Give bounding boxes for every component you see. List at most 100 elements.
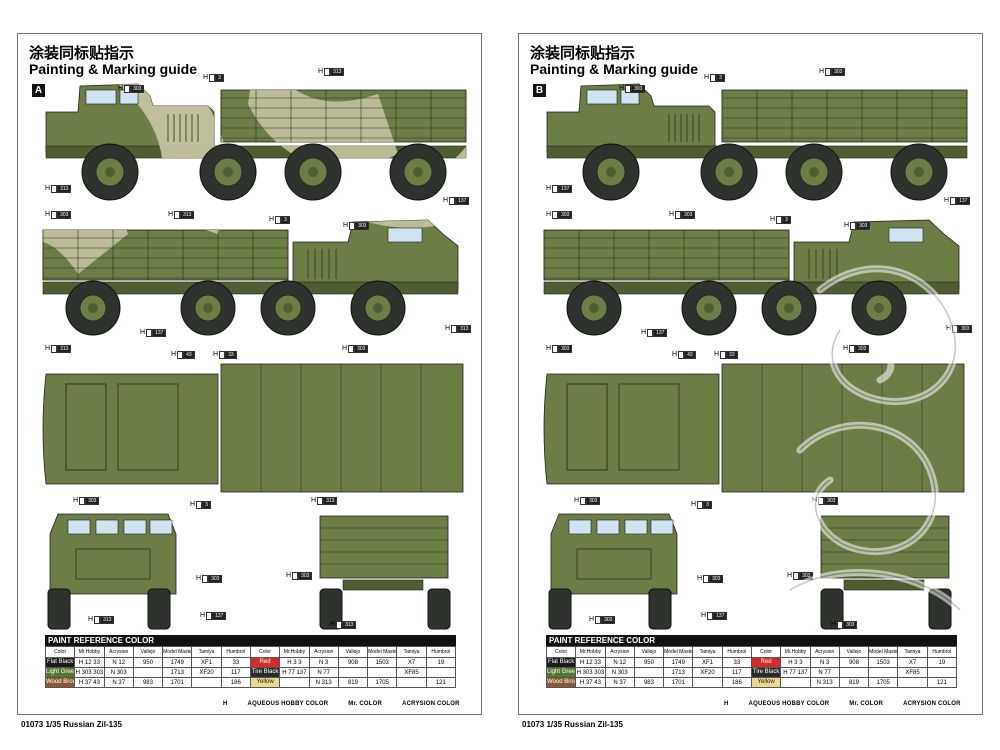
callout-prefix: H [286, 572, 292, 579]
callout-code [79, 496, 86, 505]
side-view-left [546, 83, 968, 201]
color-swatch: Red [249, 657, 281, 668]
legend-item: Mr. COLOR [849, 701, 884, 707]
callout-number: 313 [323, 496, 338, 505]
legend-item: Mr. COLOR [348, 701, 383, 707]
callout-prefix: H [443, 197, 449, 204]
callout-code [552, 184, 559, 193]
callout-code [678, 350, 685, 359]
callout-number: 137 [558, 184, 573, 193]
paint-cell: 1749 [663, 657, 694, 668]
paint-column-header: Vallejo [838, 646, 870, 658]
scheme-letter: A [32, 84, 45, 97]
callout-number: 303 [843, 620, 858, 629]
top-view [543, 363, 965, 493]
callout-prefix: H [318, 68, 324, 75]
color-swatch: Light Green [44, 667, 76, 678]
callout-prefix: H [330, 621, 336, 628]
paint-cell: 983 [633, 677, 665, 688]
callout-number: 303 [709, 574, 724, 583]
paint-column-header: Mr.Hobby [575, 646, 606, 658]
color-callout: H 303 [819, 67, 846, 76]
paint-cell: X7 [897, 657, 928, 668]
callout-number: 303 [824, 496, 839, 505]
legend-item: AQUEOUS HOBBY COLOR [247, 701, 329, 707]
paint-cell: H 303 303 [575, 667, 606, 678]
callout-code [552, 344, 559, 353]
callout-prefix: H [574, 497, 580, 504]
callout-number: 313 [457, 324, 472, 333]
paint-cell: H 303 303 [74, 667, 105, 678]
callout-prefix: H [269, 216, 275, 223]
callout-prefix: H [704, 74, 710, 81]
callout-number: 303 [831, 67, 846, 76]
callout-prefix: H [819, 68, 825, 75]
swatch-label: Light Green [547, 668, 576, 677]
callout-prefix: H [140, 329, 146, 336]
callout-number: 303 [57, 210, 72, 219]
color-callout: H 303 [286, 571, 313, 580]
callout-prefix: H [45, 211, 51, 218]
paint-column-header: Humbrol [425, 646, 457, 658]
callout-code [209, 73, 216, 82]
callout-prefix: H [118, 85, 124, 92]
paint-cell: XF85 [897, 667, 928, 678]
color-swatch: Tire Black [750, 667, 782, 678]
callout-prefix: H [200, 612, 206, 619]
legend-item: ACRYSION COLOR [903, 701, 961, 707]
callout-code [317, 496, 324, 505]
callout-number: 303 [958, 324, 973, 333]
callout-number: 303 [855, 344, 870, 353]
paint-cell: N 313 [809, 677, 840, 688]
callout-number: 303 [130, 84, 145, 93]
callout-prefix: H [641, 329, 647, 336]
paint-column-header: Vallejo [132, 646, 164, 658]
callout-number: 303 [298, 571, 313, 580]
paint-column-header: Color [249, 646, 281, 658]
callout-prefix: H [445, 325, 451, 332]
paint-cell: 19 [425, 657, 457, 668]
callout-number: 137 [956, 196, 971, 205]
callout-code [580, 496, 587, 505]
paint-cell [868, 667, 899, 678]
callout-prefix: H [45, 345, 51, 352]
callout-code [552, 210, 559, 219]
color-swatch: Light Green [545, 667, 577, 678]
paint-cell: N 313 [308, 677, 339, 688]
paint-column-header: Tamiya [692, 646, 723, 658]
callout-code [720, 350, 727, 359]
callout-number: 303 [85, 496, 100, 505]
paint-cell [633, 667, 665, 678]
callout-prefix: H [619, 85, 625, 92]
callout-prefix: H [168, 211, 174, 218]
swatch-label: Wood Brown [547, 678, 575, 687]
paint-column-header: Tamiya [396, 646, 427, 658]
callout-code [336, 620, 343, 629]
paint-cell [425, 667, 457, 678]
paint-cell: H 3 3 [279, 657, 310, 668]
paint-column-header: Mr.Hobby [74, 646, 105, 658]
color-callout: H 303 [118, 84, 145, 93]
color-swatch: Wood Brown [44, 677, 76, 688]
color-swatch: Flat Black [44, 657, 76, 668]
callout-code [776, 215, 783, 224]
